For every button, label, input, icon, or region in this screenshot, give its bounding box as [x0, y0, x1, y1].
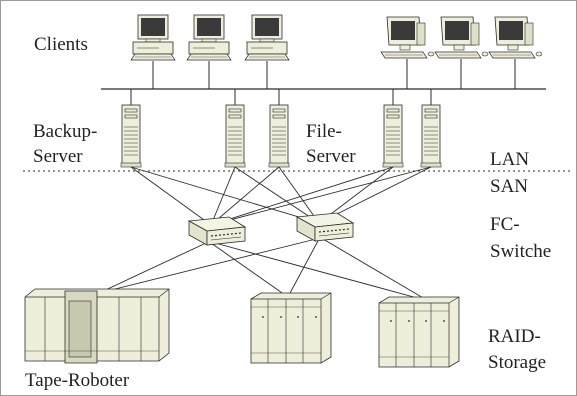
tower-server-icon: [268, 104, 290, 168]
tape-robot-label: Tape-Roboter: [25, 370, 130, 391]
tower-server-icon: [224, 104, 246, 168]
file-server-label-line2: Server: [306, 146, 356, 167]
clients-label: Clients: [34, 34, 88, 55]
crt-monitor-desktop-icon: [186, 14, 232, 61]
fc-switch-icon: [188, 216, 246, 246]
flat-monitor-client-icon: [380, 16, 435, 59]
file-server-icon: [382, 104, 404, 168]
backup-server-icon: [120, 104, 142, 168]
client-network-bus: [101, 59, 546, 105]
flat-monitor-client-icon: [488, 16, 543, 59]
fc-switch-label-line1: FC-: [490, 214, 520, 235]
tape-library-icon: [24, 288, 170, 364]
storage-cabinet-icon: [378, 296, 460, 368]
crt-monitor-desktop-icon: [130, 14, 176, 61]
fc-switch-label-line2: Switche: [490, 241, 551, 262]
file-server-icon: [420, 104, 442, 168]
raid-storage-label-line1: RAID-: [488, 326, 541, 347]
flat-monitor-client-icon: [434, 16, 489, 59]
crt-monitor-desktop-icon: [244, 14, 290, 61]
fc-switch-icon: [296, 212, 354, 242]
san-fabric-links: [98, 166, 432, 300]
backup-server-label-line1: Backup-: [33, 121, 97, 142]
lan-label: LAN: [490, 149, 529, 170]
file-server-label-line1: File-: [306, 121, 342, 142]
raid-storage-label-line2: Storage: [488, 352, 546, 373]
storage-cabinet-icon: [250, 292, 332, 364]
backup-server-label-line2: Server: [33, 146, 83, 167]
san-label: SAN: [490, 176, 528, 197]
